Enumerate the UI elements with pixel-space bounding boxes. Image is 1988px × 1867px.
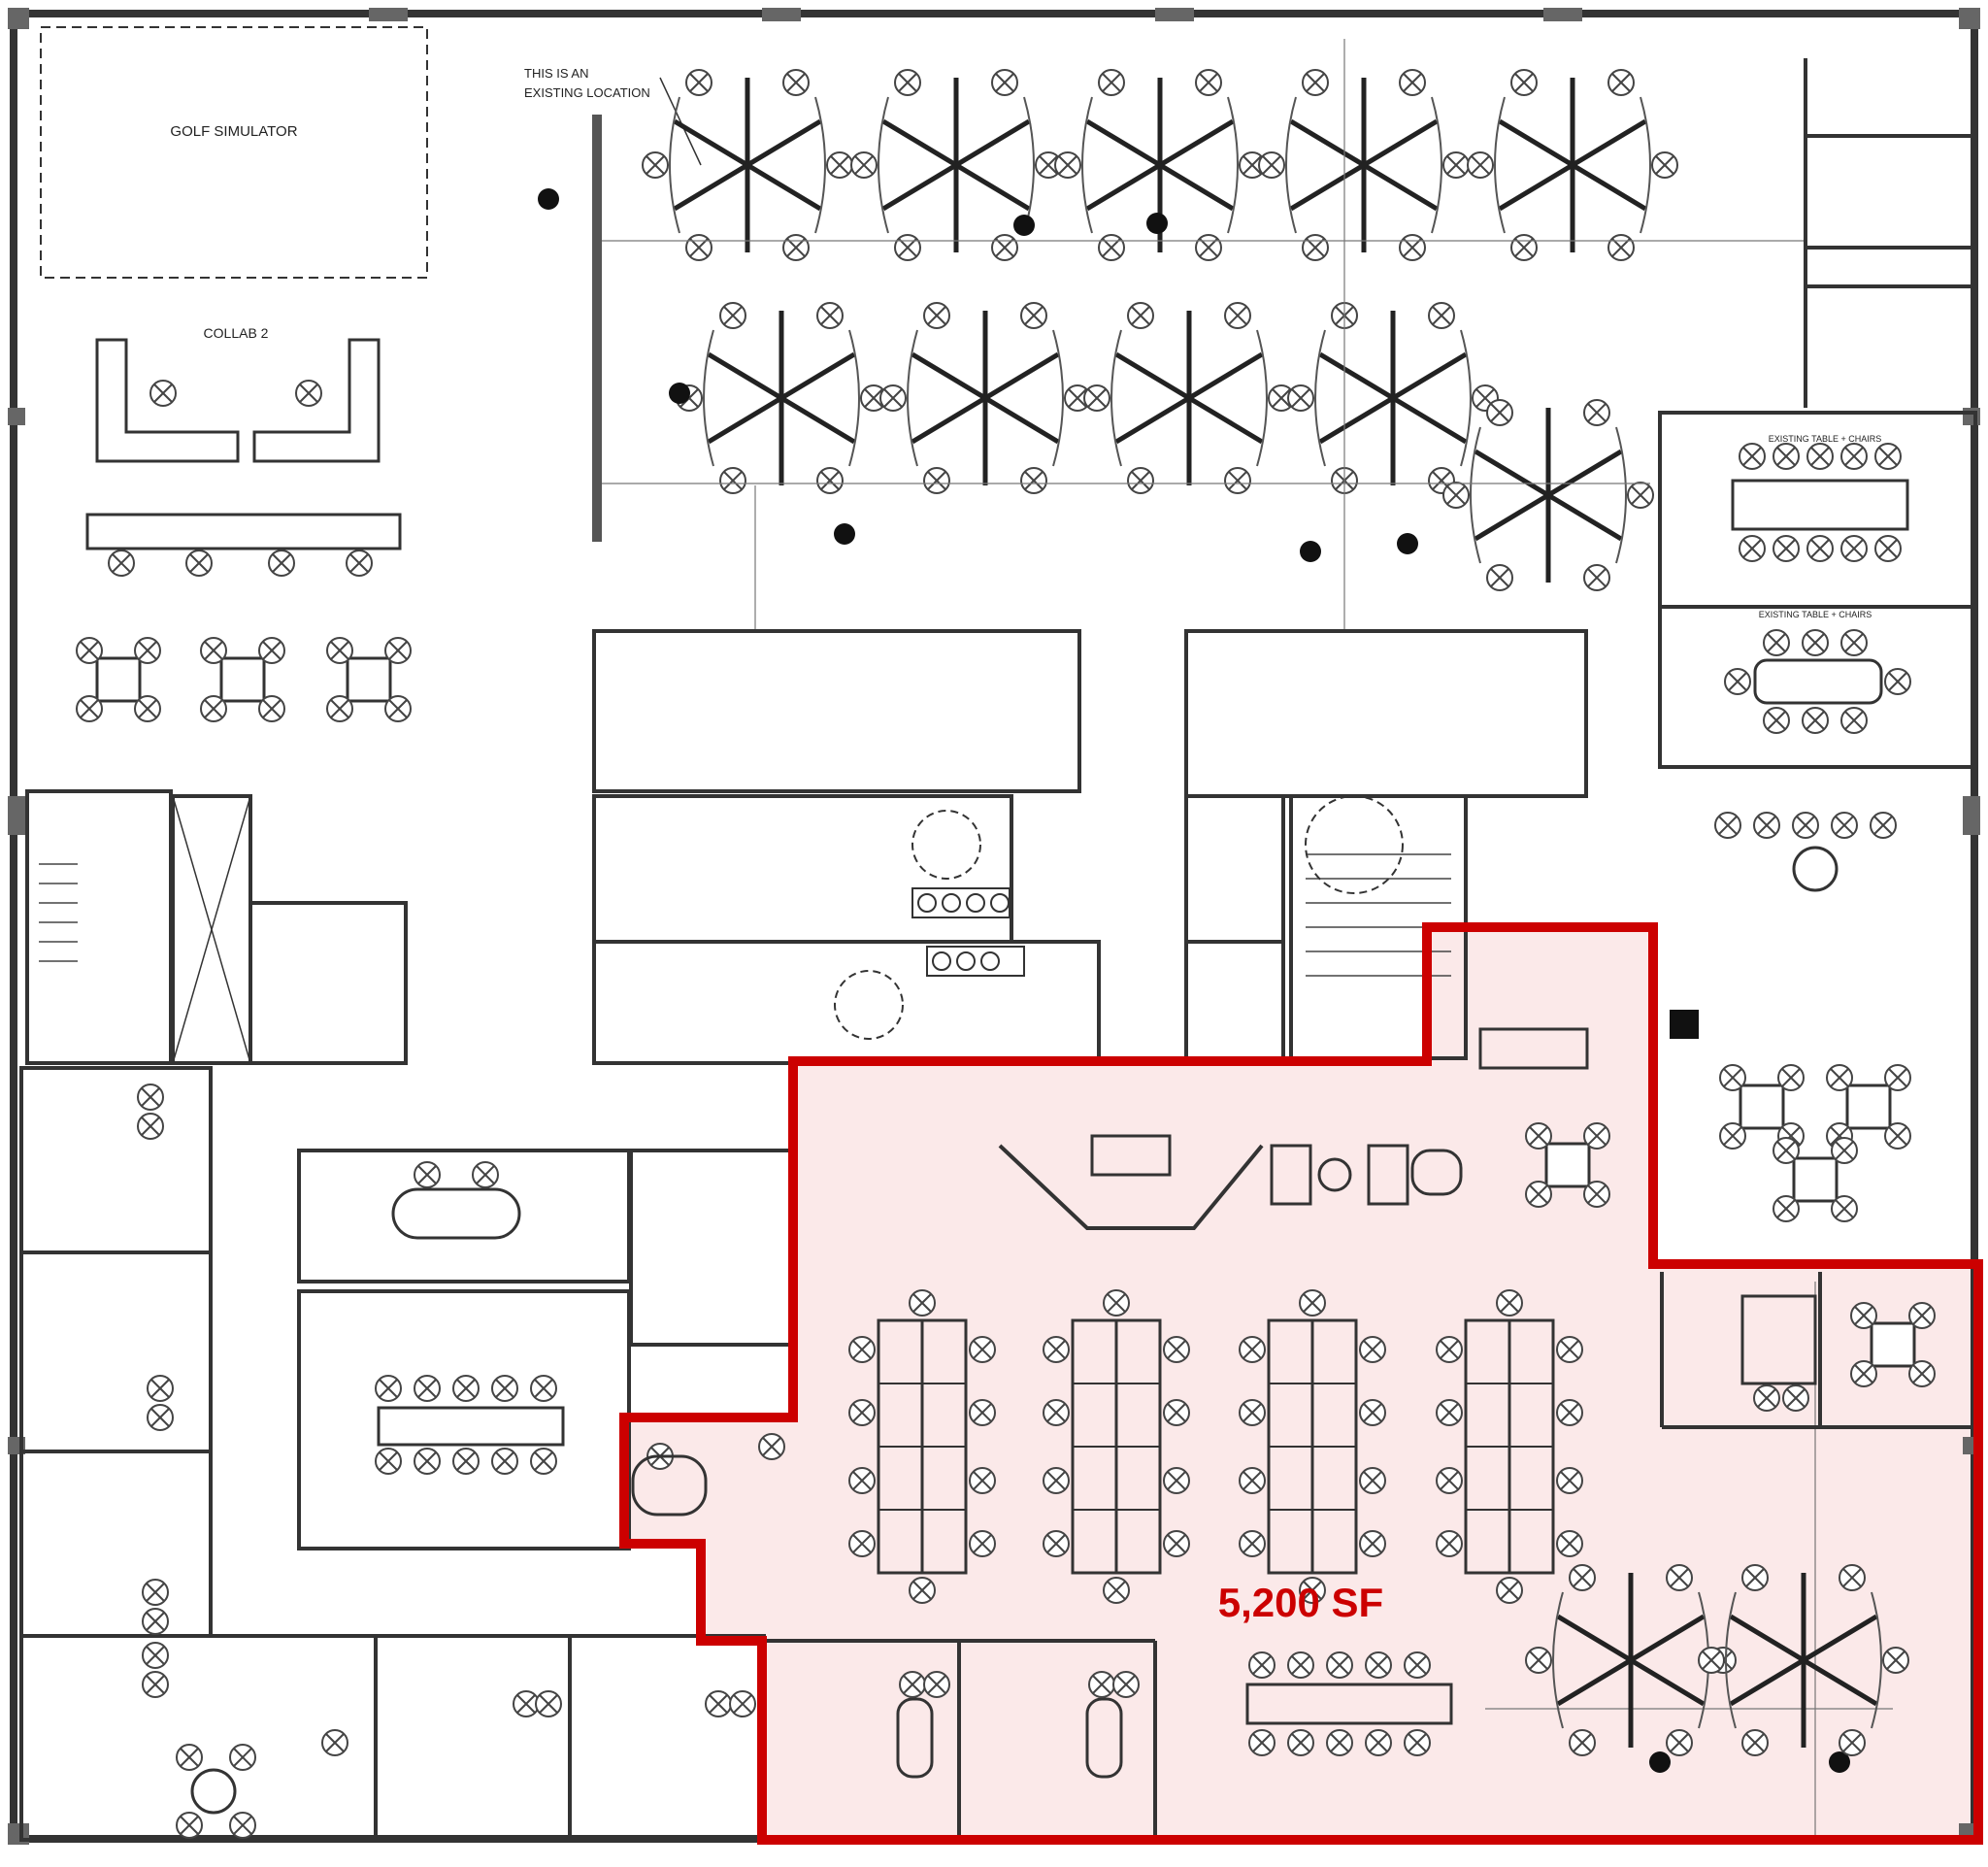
- conference-table-1: [1731, 443, 1909, 562]
- collab-chair-left: [149, 380, 177, 407]
- counter-stools: [108, 550, 373, 577]
- cafe-table-2: [201, 638, 284, 721]
- collab-chair-right: [295, 380, 322, 407]
- collab-label: COLLAB 2: [204, 325, 269, 341]
- existing-table-label-1: EXISTING TABLE + CHAIRS: [1769, 434, 1881, 444]
- golf-simulator-label: GOLF SIMULATOR: [170, 123, 297, 140]
- existing-table-label-2: EXISTING TABLE + CHAIRS: [1759, 610, 1872, 619]
- conference-table-2: [1724, 629, 1911, 734]
- counter: [85, 513, 402, 550]
- west-office-furniture: [137, 1084, 756, 1839]
- area-label: 5,200 SF: [1218, 1580, 1383, 1625]
- partition-wall: [592, 115, 602, 542]
- suite-walls: [762, 1272, 1974, 1840]
- suite-furniture: [631, 1027, 1935, 1779]
- structural-columns: [538, 188, 1850, 1773]
- existing-location-note-1: THIS IS AN: [524, 66, 588, 81]
- golf-simulator-room: [40, 26, 428, 279]
- lounge-east: [1670, 812, 1910, 1221]
- dimension-lines: [602, 39, 1893, 1840]
- collab-seating: [95, 338, 381, 463]
- existing-location-leader: [659, 77, 702, 166]
- highlight-outline: [619, 922, 1983, 1845]
- workstation-pods-north: [643, 70, 1677, 590]
- existing-location-note-2: EXISTING LOCATION: [524, 85, 650, 100]
- cafe-table-1: [77, 638, 160, 721]
- cafe-table-3: [327, 638, 411, 721]
- restroom-fixtures: [834, 795, 1404, 1040]
- east-offices: [1658, 58, 1977, 769]
